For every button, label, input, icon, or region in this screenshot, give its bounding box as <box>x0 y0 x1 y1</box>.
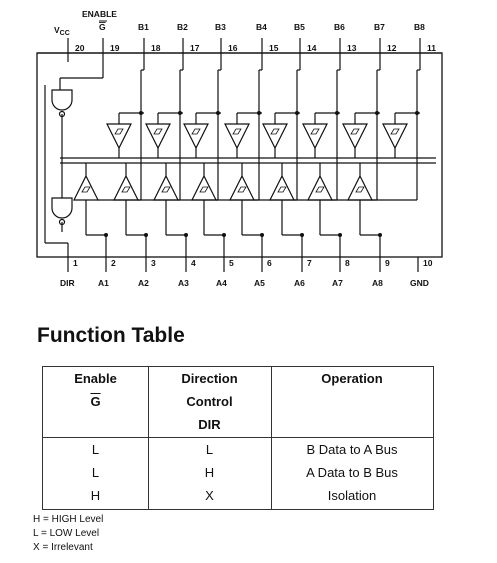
top-pin-20: VCC 20 <box>54 25 85 53</box>
row2-enable: L <box>91 465 100 480</box>
row3-enable: H <box>90 488 101 503</box>
pin-number-15: 15 <box>269 43 279 53</box>
pin-number-13: 13 <box>347 43 357 53</box>
top-pin-12: B7 12 <box>374 22 397 53</box>
pin-number-14: 14 <box>307 43 317 53</box>
logic-diagram: VCC20G19B118B217B316B415B514B613B712B811… <box>36 9 443 288</box>
row2-dir: H <box>204 465 215 480</box>
top-pin-15: B4 15 <box>256 22 279 53</box>
row1-enable: L <box>91 442 100 457</box>
row3-operation: Isolation <box>327 488 377 503</box>
legend-irrelevant: X = Irrelevant <box>33 542 93 553</box>
pin-label-b3: B3 <box>215 22 226 32</box>
pin-label-b2: B2 <box>177 22 188 32</box>
top-pin-11: B8 11 <box>414 22 436 53</box>
pin-number-20: 20 <box>75 43 85 53</box>
top-pin-16: B3 16 <box>215 22 238 53</box>
pin-label-a7: A7 <box>332 278 343 288</box>
pin-number-19: 19 <box>110 43 120 53</box>
pin-label-a4: A4 <box>216 278 227 288</box>
legend: H = HIGH Level L = LOW Level X = Irrelev… <box>33 513 103 555</box>
header-direction: Direction <box>181 371 238 386</box>
pin-label-a5: A5 <box>254 278 265 288</box>
pin-label-b6: B6 <box>334 22 345 32</box>
row1-operation: B Data to A Bus <box>306 442 398 457</box>
legend-low: L = LOW Level <box>33 528 100 539</box>
chip-outline <box>36 52 443 258</box>
pin-label-gnd: GND <box>410 278 429 288</box>
pin-number-16: 16 <box>228 43 238 53</box>
pin-number-6: 6 <box>267 258 272 268</box>
bottom-pin-4: 4A3 <box>178 257 196 288</box>
pin-label-b1: B1 <box>138 22 149 32</box>
pin-number-2: 2 <box>111 258 116 268</box>
top-pin-13: B6 13 <box>334 22 357 53</box>
pin-label-b7: B7 <box>374 22 385 32</box>
pin-label-a6: A6 <box>294 278 305 288</box>
pin-number-17: 17 <box>190 43 200 53</box>
function-table-title: Function Table <box>37 324 185 347</box>
pin-number-10: 10 <box>423 258 433 268</box>
pin-label-b8: B8 <box>414 22 425 32</box>
pin-label-a2: A2 <box>138 278 149 288</box>
bottom-pin-6: 6A5 <box>254 257 272 288</box>
pin-number-7: 7 <box>307 258 312 268</box>
top-pins: VCC 20 G 19 B1 18 B2 17 B3 16 B4 15 B5 14 B6 13 B7 12 B8 11 <box>54 20 436 53</box>
header-enable-symbol: G <box>90 394 101 409</box>
row2-operation: A Data to B Bus <box>306 465 398 480</box>
pin-label-b4: B4 <box>256 22 267 32</box>
bottom-pin-5: 5A4 <box>216 257 234 288</box>
pin-number-5: 5 <box>229 258 234 268</box>
pin-number-18: 18 <box>151 43 161 53</box>
row3-dir: X <box>205 488 214 503</box>
pin-number-8: 8 <box>345 258 350 268</box>
pin-label-a8: A8 <box>372 278 383 288</box>
top-pin-17: B2 17 <box>177 22 200 53</box>
pin-label-vcc: VCC <box>54 25 70 37</box>
header-enable: Enable <box>74 371 117 386</box>
row1-dir: L <box>205 442 214 457</box>
pin-label-a3: A3 <box>178 278 189 288</box>
bottom-pin-9: 9A8 <box>372 257 390 288</box>
top-pin-18: B1 18 <box>138 22 161 53</box>
pin-number-9: 9 <box>385 258 390 268</box>
pin-label-g: G <box>99 22 106 32</box>
top-pin-14: B5 14 <box>294 22 317 53</box>
top-pin-19: G 19 <box>99 20 120 53</box>
bottom-pin-2: 2A1 <box>98 257 116 288</box>
pin-number-12: 12 <box>387 43 397 53</box>
pin-number-1: 1 <box>73 258 78 268</box>
pin-number-11: 11 <box>427 43 436 53</box>
bottom-pin-8: 8A7 <box>332 257 350 288</box>
legend-high: H = HIGH Level <box>33 514 104 525</box>
pin-label-dir: DIR <box>60 278 75 288</box>
internal-wiring <box>44 53 436 257</box>
function-table: Enable G Direction Control DIR Operation… <box>42 366 434 510</box>
pin-label-b5: B5 <box>294 22 305 32</box>
bottom-pin-7: 7A6 <box>294 257 312 288</box>
header-dir: DIR <box>198 417 221 432</box>
pin-number-3: 3 <box>151 258 156 268</box>
enable-label: ENABLE <box>82 9 117 19</box>
header-control: Control <box>186 394 233 409</box>
pin-label-a1: A1 <box>98 278 109 288</box>
header-operation: Operation <box>321 371 383 386</box>
bottom-pin-3: 3A2 <box>138 257 156 288</box>
pin-number-4: 4 <box>191 258 196 268</box>
